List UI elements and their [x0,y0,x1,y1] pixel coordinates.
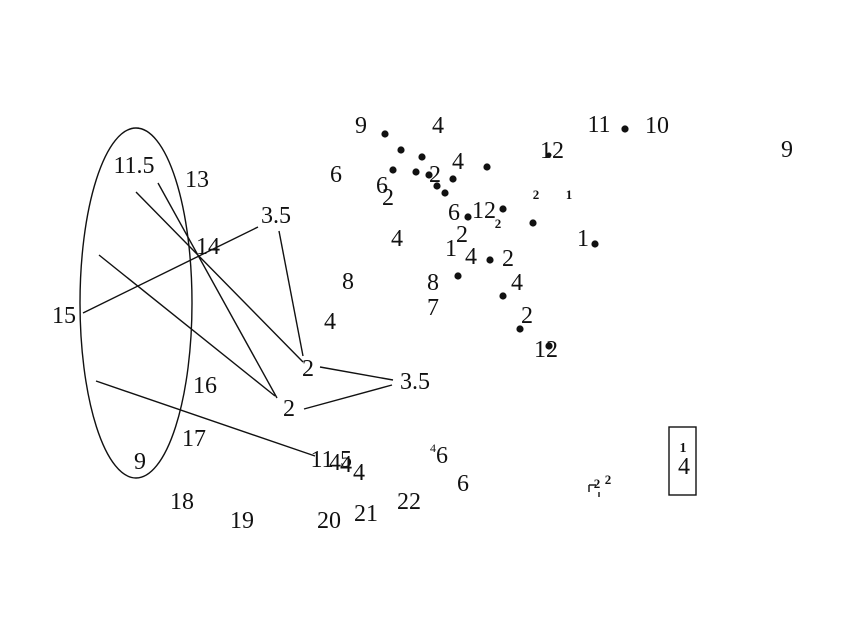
node-label: 3.5 [400,369,430,395]
node-label: 17 [182,426,206,452]
node-label: 9 [355,113,367,139]
node-label: 4 [465,244,477,270]
node-dot [381,130,389,138]
node-dot [591,240,599,248]
node-label: 14 [196,234,220,260]
node-label: 9 [781,137,793,163]
node-label: 6 [376,173,388,199]
node-label: 8 [427,270,439,296]
connector-line [98,254,276,397]
node-label: 21 [354,501,378,527]
label-box [668,426,697,496]
connector-line [303,384,393,410]
node-label: 2 [456,222,468,248]
connector-line [82,226,259,314]
node-dot [486,256,494,264]
connector-line [319,366,394,381]
connector-lines [82,182,600,497]
node-dot [397,146,405,154]
node-label: 19 [230,508,254,534]
node-label: 1 [680,441,687,456]
node-dot [516,325,524,333]
node-label: 1 [577,226,589,252]
node-dot [425,171,433,179]
node-label: 4 [511,270,523,296]
node-label: 22 [397,489,421,515]
node-label: 8 [342,269,354,295]
node-dot [449,175,457,183]
node-dot [464,213,472,221]
node-label: 2 [283,396,295,422]
node-label: 2 [521,303,533,329]
connector-line [135,191,304,363]
node-label: 4 [430,441,436,455]
node-label: 4 [324,309,336,335]
connector-line [157,182,278,399]
node-dot [389,166,397,174]
node-labels: 9 4 11 10 9 11.5 13 6 12 4 6 2 2 2 1 3.5… [52,112,793,534]
node-label: 18 [170,489,194,515]
node-label: 4 [391,226,403,252]
connector-line [95,380,316,457]
node-dot [418,153,426,161]
node-label: 1 [445,236,457,262]
node-label: 12 [540,138,564,164]
node-label: 2 [533,187,540,202]
node-label: 2 [502,246,514,272]
node-label: 2 [302,356,314,382]
node-label: 12 [534,337,558,363]
node-label: 9 [134,449,146,475]
node-label: 6 [448,200,460,226]
node-dot [499,205,507,213]
node-label: 11 [310,447,333,473]
node-dot [412,168,420,176]
node-label: 4 [340,452,352,478]
node-label: 20 [317,508,341,534]
node-dot [441,189,449,197]
node-dot [529,219,537,227]
node-label: 13 [185,167,209,193]
node-dot [621,125,629,133]
node-label: 2 [382,185,394,211]
node-label: 12 [472,198,496,224]
node-label: 4 [432,113,444,139]
node-label: 6 [457,471,469,497]
node-label: 7 [427,295,439,321]
node-label: 2 [495,216,502,231]
group-ellipse [79,127,193,479]
node-label: 11.5 [113,153,154,179]
node-label: 1 [566,187,573,202]
node-label: 2 [605,472,612,487]
node-label: 15 [52,303,76,329]
node-dot [433,182,441,190]
node-label: 4 [329,450,341,476]
node-label: 16 [193,373,217,399]
node-label: 6 [436,443,448,469]
node-label: 4 [353,460,365,486]
node-dots [381,125,629,350]
node-label: 2 [429,162,441,188]
node-label: 2 [594,476,601,491]
node-dot [546,152,552,158]
node-label: 4 [678,454,690,480]
node-label: 5 [340,447,352,473]
node-label: 11 [587,112,610,138]
node-dot [499,292,507,300]
node-dot [454,272,462,280]
node-label: 6 [330,162,342,188]
connector-line [278,230,304,357]
node-label: 3.5 [261,203,291,229]
node-label: 10 [645,113,669,139]
node-label: 4 [452,149,464,175]
node-dot [483,163,491,171]
node-dot [545,342,553,350]
